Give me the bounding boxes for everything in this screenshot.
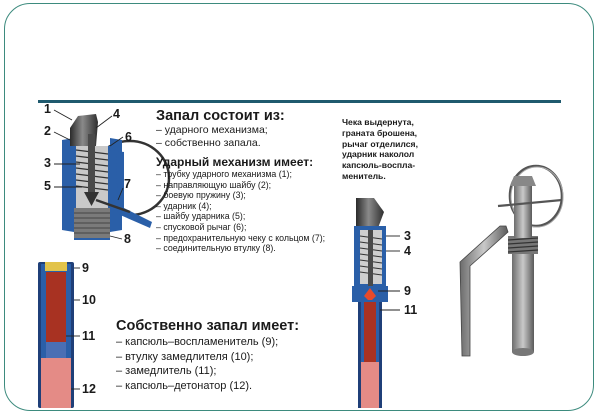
striker-item-8: – соединительную втулку (8). xyxy=(156,243,276,254)
callout-3: 3 xyxy=(44,156,51,170)
striker-title: Ударный механизм имеет: xyxy=(156,155,314,169)
striker-item-1: – трубку ударного механизма (1); xyxy=(156,169,292,179)
fuse-list: – капсюль–воспламенитель (9); – втулку з… xyxy=(116,335,278,393)
striker-item-4: – ударник (4); xyxy=(156,200,212,211)
callout-10: 10 xyxy=(82,293,96,307)
callout-12: 12 xyxy=(82,382,96,396)
composition-item-1: – ударного механизма; xyxy=(156,124,268,136)
fuse-item-2: – втулку замедлителя (10); xyxy=(116,350,254,363)
fired-callout-9: 9 xyxy=(404,284,411,298)
fuse-item-4: – капсюль–детонатор (12). xyxy=(116,379,253,392)
striker-list: – трубку ударного механизма (1); – напра… xyxy=(156,169,325,254)
callout-9: 9 xyxy=(82,261,89,275)
composition-title: Запал состоит из: xyxy=(156,108,285,124)
note-line-2: граната брошена, xyxy=(342,127,418,138)
fired-callout-3: 3 xyxy=(404,229,411,243)
note-line-1: Чека выдернута, xyxy=(342,117,414,127)
header-rule xyxy=(38,100,561,103)
fuse-cutaway xyxy=(38,262,80,408)
callout-5: 5 xyxy=(44,179,51,193)
striker-item-7: – предохранительную чеку с кольцом (7); xyxy=(156,232,326,243)
note-line-5: капсюль-воспла- xyxy=(342,160,416,171)
callout-7: 7 xyxy=(124,177,131,191)
note-line-6: менитель. xyxy=(342,170,386,181)
striker-item-3: – боевую пружину (3); xyxy=(156,190,246,201)
callout-6: 6 xyxy=(125,130,132,144)
callout-11: 11 xyxy=(82,329,96,343)
fired-note: Чека выдернута, граната брошена, рычаг о… xyxy=(342,117,418,182)
fuse-title: Собственно запал имеет: xyxy=(116,318,300,334)
fuse-item-3: – замедлитель (11); xyxy=(116,365,217,378)
fuse-3d-view xyxy=(459,164,564,357)
fired-callout-11: 11 xyxy=(404,303,418,317)
fuse-item-1: – капсюль–воспламенитель (9); xyxy=(116,336,279,348)
striker-item-5: – шайбу ударника (5); xyxy=(156,211,246,222)
slide-frame xyxy=(4,3,594,411)
composition-item-2: – собственно запала. xyxy=(156,137,261,149)
callout-1: 1 xyxy=(44,102,51,116)
callout-4: 4 xyxy=(113,107,120,121)
fired-callout-4: 4 xyxy=(404,244,411,258)
striker-item-6: – спусковой рычаг (6); xyxy=(156,221,247,232)
fired-fuse-cutaway xyxy=(352,198,400,408)
callout-8: 8 xyxy=(124,232,131,246)
striker-mechanism-cutaway xyxy=(53,109,171,240)
striker-item-2: – направляющую шайбу (2); xyxy=(156,179,272,190)
note-line-4: ударник наколол xyxy=(342,149,415,160)
callout-2: 2 xyxy=(44,124,51,138)
note-line-3: рычаг отделился, xyxy=(342,138,418,149)
